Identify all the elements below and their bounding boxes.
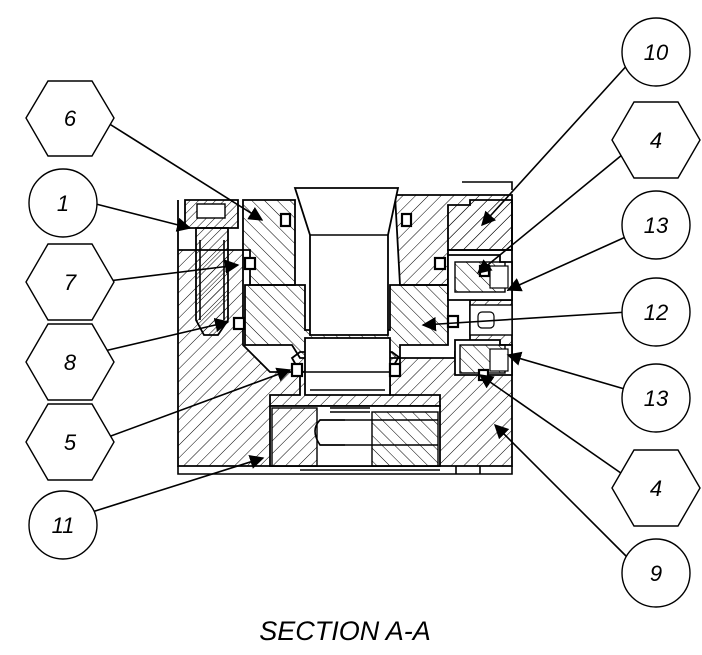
o-ring bbox=[400, 212, 413, 228]
balloon-13-upper: 13 bbox=[621, 190, 691, 260]
leader-12 bbox=[91, 455, 265, 513]
leader-4a bbox=[476, 149, 629, 274]
leader-1 bbox=[91, 202, 192, 232]
leader-lines bbox=[91, 61, 631, 561]
balloon-7: 7 bbox=[25, 243, 115, 321]
leader-11 bbox=[421, 311, 629, 332]
balloon-5: 5 bbox=[25, 403, 115, 481]
leader-9 bbox=[493, 423, 631, 561]
valve-block-right bbox=[371, 411, 439, 467]
screw-shank bbox=[195, 227, 229, 336]
balloon-13-lower: 13 bbox=[621, 363, 691, 433]
leader-13b bbox=[506, 351, 629, 391]
svg-text:11: 11 bbox=[52, 513, 75, 538]
central-bore bbox=[293, 187, 400, 336]
leader-6 bbox=[99, 117, 264, 221]
leader-5 bbox=[99, 367, 292, 441]
balloon-4-lower: 4 bbox=[611, 449, 701, 527]
screw-socket bbox=[196, 203, 226, 219]
balloon-10: 10 bbox=[621, 17, 691, 87]
balloon-9: 9 bbox=[621, 538, 691, 608]
svg-text:7: 7 bbox=[64, 270, 77, 295]
leader-4b bbox=[478, 374, 629, 479]
piston bbox=[244, 284, 449, 359]
leader-10 bbox=[481, 61, 631, 227]
svg-text:1: 1 bbox=[57, 191, 69, 216]
svg-text:4: 4 bbox=[650, 128, 662, 153]
svg-text:6: 6 bbox=[64, 106, 77, 131]
o-ring bbox=[446, 314, 460, 329]
balloons: 6 1 7 8 5 11 10 4 bbox=[25, 17, 701, 608]
o-ring bbox=[279, 212, 292, 228]
section-caption: SECTION A-A bbox=[259, 616, 431, 646]
lower-bore bbox=[304, 337, 391, 396]
leader-13a bbox=[506, 234, 631, 292]
balloon-4-upper: 4 bbox=[611, 101, 701, 179]
svg-text:10: 10 bbox=[644, 40, 669, 65]
balloon-8: 8 bbox=[25, 323, 115, 401]
leader-8 bbox=[99, 317, 230, 353]
balloon-11: 12 bbox=[621, 277, 691, 347]
svg-text:4: 4 bbox=[650, 476, 662, 501]
svg-text:5: 5 bbox=[64, 430, 77, 455]
svg-text:9: 9 bbox=[650, 561, 662, 586]
o-ring bbox=[290, 362, 304, 378]
svg-text:13: 13 bbox=[644, 386, 669, 411]
o-ring bbox=[232, 316, 246, 331]
svg-text:8: 8 bbox=[64, 350, 77, 375]
o-ring bbox=[388, 362, 402, 378]
o-ring bbox=[433, 256, 447, 271]
balloon-1: 1 bbox=[28, 168, 98, 238]
o-ring bbox=[243, 256, 257, 271]
assembly-section bbox=[177, 181, 513, 475]
valve-block-left bbox=[271, 407, 318, 467]
svg-text:12: 12 bbox=[644, 300, 668, 325]
svg-text:13: 13 bbox=[644, 213, 669, 238]
balloon-6: 6 bbox=[25, 80, 115, 157]
balloon-12: 11 bbox=[28, 490, 98, 560]
leader-7 bbox=[99, 259, 240, 283]
